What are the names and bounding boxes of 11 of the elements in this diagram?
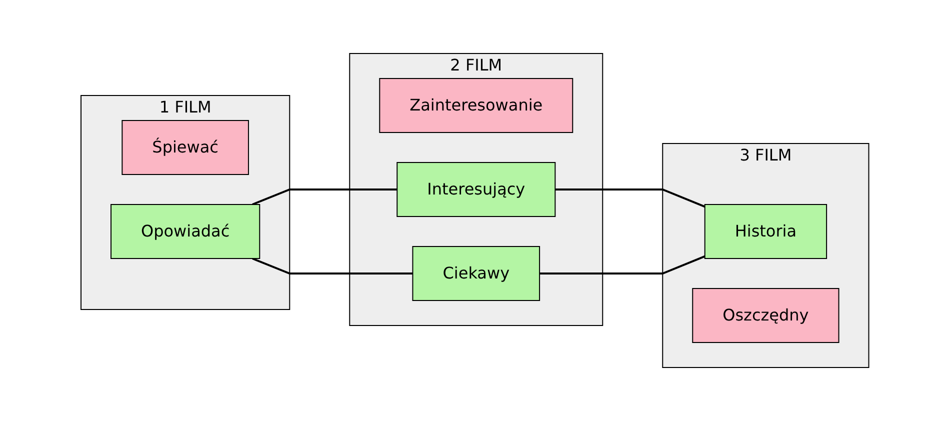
node-box: Opowiadać xyxy=(110,204,260,259)
node-box: Śpiewać xyxy=(121,120,249,175)
connector xyxy=(539,255,705,274)
connector xyxy=(252,188,397,206)
node-box: Historia xyxy=(704,204,827,259)
node-box: Ciekawy xyxy=(412,246,540,301)
connector xyxy=(554,188,705,208)
connector xyxy=(252,258,412,274)
node-box: Interesujący xyxy=(396,162,556,217)
node-box: Oszczędny xyxy=(692,288,839,343)
node-box: Zainteresowanie xyxy=(378,78,573,133)
